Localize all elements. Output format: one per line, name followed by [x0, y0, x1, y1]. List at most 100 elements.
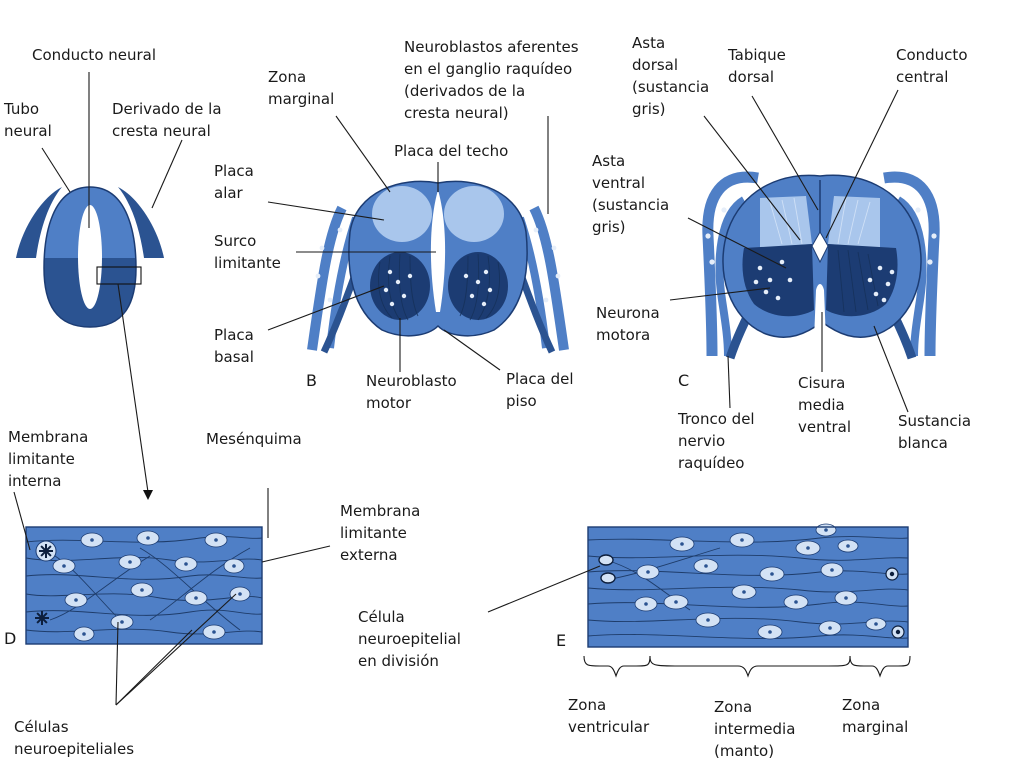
- label-placa-basal-1: Placa: [214, 326, 254, 344]
- nucleolus: [740, 538, 744, 542]
- dividing-cell: [598, 554, 614, 566]
- nucleolus: [194, 596, 198, 600]
- nucleolus: [768, 630, 772, 634]
- label-neuroblastos-4: cresta neural): [404, 104, 509, 122]
- alar-plate-right: [444, 186, 504, 242]
- label-placa-alar-1: Placa: [214, 162, 254, 180]
- panel-letter-c: C: [678, 371, 689, 390]
- label-asta-dorsal-3: (sustancia: [632, 78, 709, 96]
- nucleolus: [680, 542, 684, 546]
- dividing-cell: [600, 572, 616, 584]
- label-asta-dorsal-4: gris): [632, 100, 666, 118]
- nucleolus: [844, 596, 848, 600]
- label-placa-piso-2: piso: [506, 392, 537, 410]
- label-zona-marginal-b-1: Zona: [268, 68, 306, 86]
- neuroepithelial-cells-e: [598, 523, 905, 640]
- label-neuroblastos-3: (derivados de la: [404, 82, 525, 100]
- label-placa-piso-1: Placa del: [506, 370, 574, 388]
- label-zona-intermedia-3: (manto): [714, 742, 774, 760]
- nucleolus: [238, 592, 242, 596]
- label-placa-basal-2: basal: [214, 348, 254, 366]
- dorsal-horn-right: [828, 196, 880, 248]
- label-asta-ventral-3: (sustancia: [592, 196, 669, 214]
- nucleolus: [212, 630, 216, 634]
- label-asta-ventral-4: gris): [592, 218, 626, 236]
- label-membrana-interna-2: limitante: [8, 450, 75, 468]
- label-neuroblastos-2: en el ganglio raquídeo: [404, 60, 572, 78]
- label-tronco-2: nervio: [678, 432, 725, 450]
- nucleolus: [846, 544, 850, 548]
- label-membrana-externa-1: Membrana: [340, 502, 420, 520]
- label-asta-ventral-1: Asta: [592, 152, 625, 170]
- panel-letter-e: E: [556, 631, 566, 650]
- label-conducto-neural: Conducto neural: [32, 46, 156, 64]
- nucleolus: [742, 590, 746, 594]
- nucleolus: [184, 562, 188, 566]
- label-celula-division-3: en división: [358, 652, 439, 670]
- label-zona-ventricular-1: Zona: [568, 696, 606, 714]
- nucleolus: [146, 536, 150, 540]
- label-conducto-central-1: Conducto: [896, 46, 968, 64]
- nucleolus: [120, 620, 124, 624]
- panel-b-spinal-cord-early: [267, 115, 569, 372]
- label-neuroblasto-motor-1: Neuroblasto: [366, 372, 457, 390]
- label-neuroblasto-motor-2: motor: [366, 394, 412, 412]
- label-derivado-2: cresta neural: [112, 122, 211, 140]
- labels: Conducto neural Tubo neural Derivado de …: [3, 34, 971, 760]
- label-conducto-central-2: central: [896, 68, 948, 86]
- nucleolus: [646, 570, 650, 574]
- label-celulas-1: Células: [14, 718, 69, 736]
- nucleolus: [214, 538, 218, 542]
- label-asta-ventral-2: ventral: [592, 174, 645, 192]
- label-celula-division-2: neuroepitelial: [358, 630, 461, 648]
- neural-crest-right: [118, 187, 164, 258]
- label-cisura-1: Cisura: [798, 374, 845, 392]
- label-zona-ventricular-2: ventricular: [568, 718, 650, 736]
- label-membrana-interna-3: interna: [8, 472, 61, 490]
- nucleolus: [704, 564, 708, 568]
- central-canal-slit: [430, 190, 446, 312]
- nucleolus: [706, 618, 710, 622]
- label-membrana-externa-2: limitante: [340, 524, 407, 542]
- zone-braces: [583, 655, 911, 678]
- panel-letter-d: D: [4, 629, 16, 648]
- label-asta-dorsal-1: Asta: [632, 34, 665, 52]
- nucleolus: [770, 572, 774, 576]
- nucleolus: [128, 560, 132, 564]
- label-neurona-motora-1: Neurona: [596, 304, 660, 322]
- alar-plate-left: [372, 186, 432, 242]
- nucleolus: [895, 629, 901, 635]
- nucleolus: [828, 626, 832, 630]
- nucleolus: [90, 538, 94, 542]
- label-tubo: Tubo: [3, 100, 39, 118]
- nucleolus: [824, 528, 828, 532]
- label-tronco-3: raquídeo: [678, 454, 744, 472]
- label-surco-2: limitante: [214, 254, 281, 272]
- label-celula-division-1: Célula: [358, 608, 405, 626]
- label-zona-intermedia-2: intermedia: [714, 720, 795, 738]
- detail-box: [96, 266, 142, 285]
- label-membrana-interna-1: Membrana: [8, 428, 88, 446]
- label-derivado-1: Derivado de la: [112, 100, 222, 118]
- label-zona-marginal-e-2: marginal: [842, 718, 908, 736]
- label-sustancia-2: blanca: [898, 434, 948, 452]
- panel-d-neuroepithelium: [13, 488, 331, 706]
- label-zona-intermedia-1: Zona: [714, 698, 752, 716]
- neural-crest-left: [16, 187, 62, 258]
- label-cisura-3: ventral: [798, 418, 851, 436]
- panel-c-spinal-cord-late: [669, 89, 940, 413]
- nucleolus: [644, 602, 648, 606]
- neural-canal: [78, 205, 102, 309]
- nucleolus: [794, 600, 798, 604]
- label-zona-marginal-b-2: marginal: [268, 90, 334, 108]
- label-asta-dorsal-2: dorsal: [632, 56, 678, 74]
- nucleolus: [232, 564, 236, 568]
- label-sustancia-1: Sustancia: [898, 412, 971, 430]
- ventral-fissure: [814, 284, 826, 340]
- ventral-horn-left: [742, 244, 814, 317]
- dividing-cell-marker: [39, 544, 53, 558]
- nucleolus: [806, 546, 810, 550]
- label-neurona-motora-2: motora: [596, 326, 650, 344]
- nucleolus: [889, 571, 895, 577]
